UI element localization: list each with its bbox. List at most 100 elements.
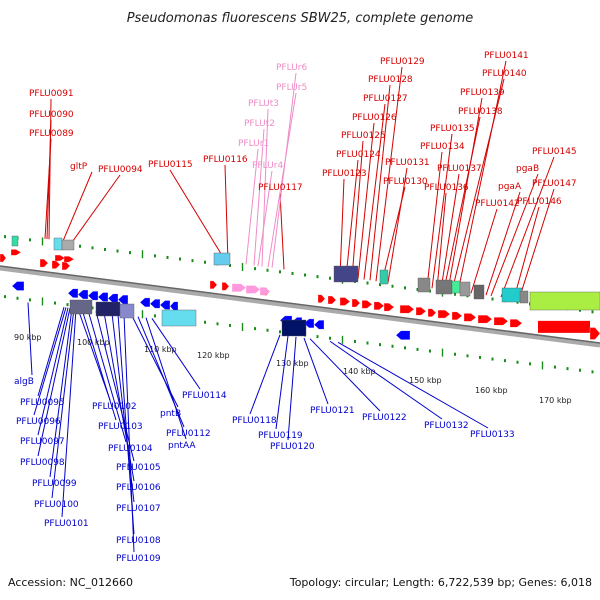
feature-box: [501, 287, 523, 303]
gene-label: PFLUr1: [238, 139, 269, 149]
forward-gene: [463, 313, 477, 322]
gene-label: PFLUr4: [252, 161, 283, 171]
forward-gene: [0, 253, 7, 263]
gene-label: gltP: [70, 162, 88, 172]
forward-gene: [221, 282, 230, 291]
feature-box: [281, 319, 307, 337]
gene-label: PFLU0138: [458, 107, 503, 117]
gene-label: algB: [14, 377, 34, 387]
gene-label: PFLU0104: [108, 444, 153, 454]
gene-label: PFLU0130: [383, 177, 428, 187]
leader-line: [485, 191, 521, 296]
gene-label: PFLU0101: [44, 519, 89, 529]
feature-box: [61, 239, 75, 251]
leader-line: [145, 317, 187, 440]
forward-gene: [427, 308, 437, 317]
feature-box: [435, 279, 453, 295]
gene-label: PFLU0123: [322, 169, 367, 179]
leader-line: [37, 307, 65, 397]
gene-label: PFLU0139: [460, 88, 505, 98]
leader-line: [169, 169, 227, 263]
gene-label: PFLUt2: [244, 119, 275, 129]
leader-line: [27, 302, 33, 376]
rna-gene: [231, 283, 247, 292]
gene-label: PFLU0115: [148, 160, 193, 170]
reverse-gene: [97, 292, 109, 302]
forward-gene: [61, 261, 71, 271]
gene-features: [0, 235, 600, 340]
leader-line: [245, 148, 259, 265]
gene-label: PFLU0134: [420, 142, 465, 152]
gene-label: PFLU0146: [517, 197, 562, 207]
gene-label: pntB: [160, 409, 181, 419]
rna-gene: [259, 287, 271, 296]
forward-gene: [589, 327, 600, 340]
leader-line: [345, 159, 359, 278]
gene-label: PFLU0122: [362, 413, 407, 423]
gene-label: PFLU0142: [475, 199, 520, 209]
gene-label: PFLU0100: [34, 500, 79, 510]
leader-line: [33, 307, 67, 416]
reverse-gene: [313, 320, 325, 330]
leader-line: [329, 340, 443, 420]
leader-line: [275, 335, 289, 430]
feature-box: [519, 290, 529, 304]
gene-label: pgaA: [498, 182, 522, 192]
reverse-gene: [11, 281, 25, 291]
gene-label: PFLU0126: [352, 113, 397, 123]
forward-gene: [477, 315, 493, 324]
forward-gene: [63, 256, 75, 263]
leader-line: [447, 97, 483, 291]
reverse-gene: [149, 299, 161, 309]
gene-label: PFLU0132: [424, 421, 469, 431]
forward-gene: [54, 254, 66, 262]
leader-line: [490, 173, 539, 297]
leader-line: [123, 314, 135, 553]
leader-line: [337, 341, 489, 429]
leader-line: [61, 308, 77, 518]
leader-line: [87, 310, 127, 443]
gene-label: PFLU0147: [532, 179, 577, 189]
reverse-gene: [117, 294, 129, 305]
feature-box: [333, 265, 359, 283]
leader-line: [224, 164, 229, 263]
gene-label: PFLUr5: [276, 83, 307, 93]
gene-label: PFLU0107: [116, 504, 161, 514]
forward-gene: [383, 303, 395, 312]
reverse-gene: [107, 293, 119, 303]
reverse-gene: [139, 297, 151, 308]
gene-label: PFLU0097: [20, 437, 65, 447]
forward-gene: [399, 305, 415, 314]
leader-line: [357, 122, 375, 279]
accession-text: Accession: NC_012660: [8, 576, 133, 589]
leader-line: [513, 206, 540, 299]
gene-label: PFLU0118: [232, 416, 277, 426]
forward-gene: [509, 319, 523, 328]
leader-line: [37, 307, 71, 457]
feature-box: [161, 309, 197, 327]
forward-gene: [351, 298, 361, 308]
leader-line: [249, 334, 281, 415]
gene-label: PFLU0119: [258, 431, 303, 441]
leader-line: [257, 170, 273, 267]
gene-label: PFLUr6: [276, 63, 307, 73]
gene-label: PFLU0103: [98, 422, 143, 432]
gene-label: PFLU0089: [29, 129, 74, 139]
scale-label: 110 kbp: [144, 345, 177, 354]
genome-summary-text: Topology: circular; Length: 6,722,539 bp…: [289, 576, 592, 589]
gene-label: PFLU0114: [182, 391, 227, 401]
forward-gene: [538, 320, 590, 333]
gene-label: PFLU0121: [310, 406, 355, 416]
leader-line: [375, 66, 403, 282]
leader-line: [363, 103, 386, 280]
gene-label: PFLU0125: [341, 131, 386, 141]
feature-box: [451, 280, 461, 294]
forward-gene: [10, 249, 22, 256]
feature-box: [53, 237, 63, 251]
leader-line: [261, 108, 269, 267]
forward-gene: [51, 260, 61, 269]
feature-box: [459, 281, 471, 297]
leader-line: [81, 309, 117, 421]
